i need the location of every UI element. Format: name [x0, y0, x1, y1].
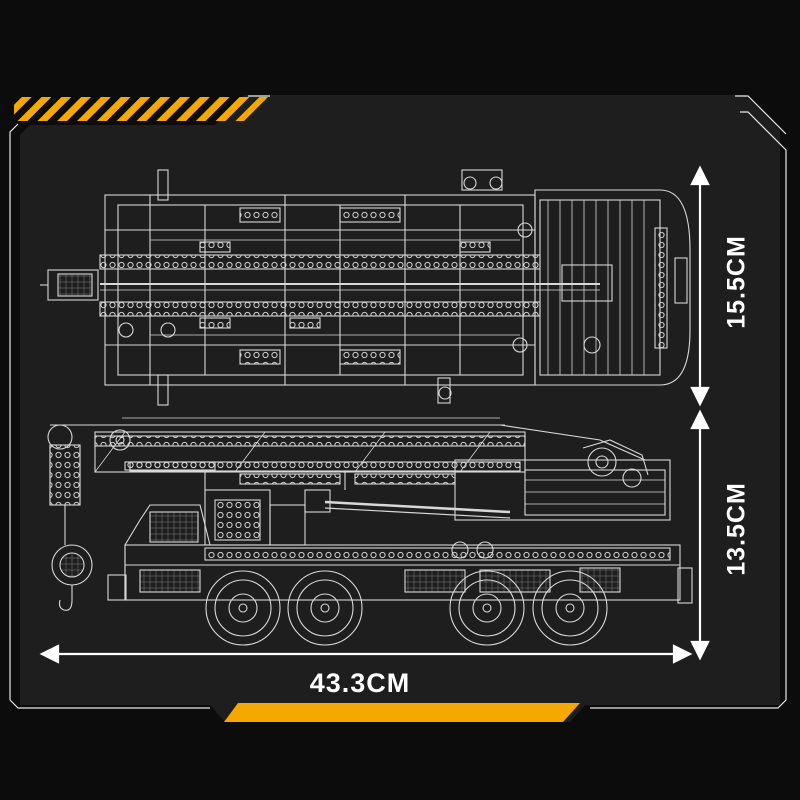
dimension-arrows [39, 165, 710, 664]
wheel-3 [449, 570, 525, 646]
top-view [40, 169, 691, 406]
side-view-height-label: 13.5CM [722, 482, 751, 576]
panel-background [20, 95, 780, 722]
frame-outline [9, 95, 787, 709]
side-view [47, 417, 693, 646]
top-view-height-label: 15.5CM [722, 235, 751, 329]
hazard-stripe-bar [14, 97, 268, 121]
wheel-1 [205, 570, 281, 646]
wheel-4 [532, 570, 608, 646]
accent-bar-bottom [224, 703, 580, 722]
wheel-2 [287, 570, 363, 646]
width-dimension-label: 43.3CM [309, 668, 411, 698]
